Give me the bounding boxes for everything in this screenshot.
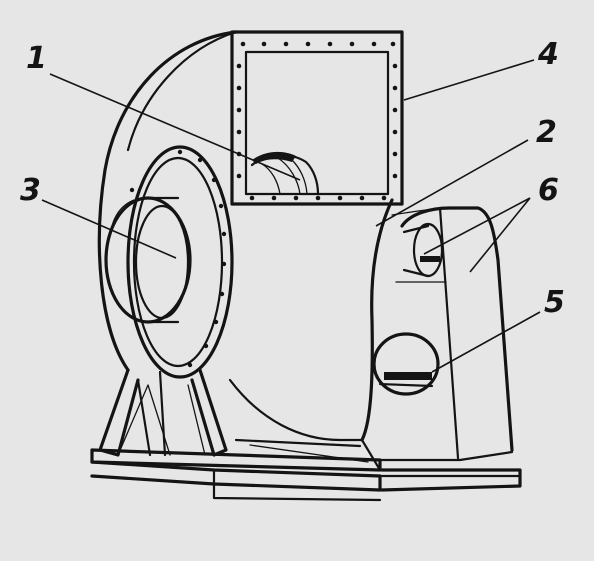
leader-3 xyxy=(41,199,177,259)
leader-5 xyxy=(431,311,541,373)
leader-lines xyxy=(41,59,541,373)
inlet-bolts xyxy=(129,149,227,368)
flange-rivets xyxy=(236,41,398,201)
support-frame xyxy=(90,368,382,502)
fan-housing xyxy=(97,30,441,442)
callout-1: 1 xyxy=(26,41,47,76)
motor-pedestal xyxy=(370,206,522,492)
leader-2 xyxy=(375,139,529,227)
callout-4: 4 xyxy=(537,37,559,72)
callout-2: 2 xyxy=(536,115,557,150)
outlet-flange xyxy=(230,30,404,206)
inlet-nozzle xyxy=(104,145,234,379)
leader-6a xyxy=(423,197,531,255)
leader-1 xyxy=(49,73,301,181)
leader-6b xyxy=(469,197,531,273)
callout-3: 3 xyxy=(20,173,41,208)
callout-5: 5 xyxy=(544,285,565,320)
callout-6: 6 xyxy=(538,173,559,208)
leader-4 xyxy=(403,59,535,101)
callout-labels: 1 2 3 4 5 6 xyxy=(20,37,565,320)
